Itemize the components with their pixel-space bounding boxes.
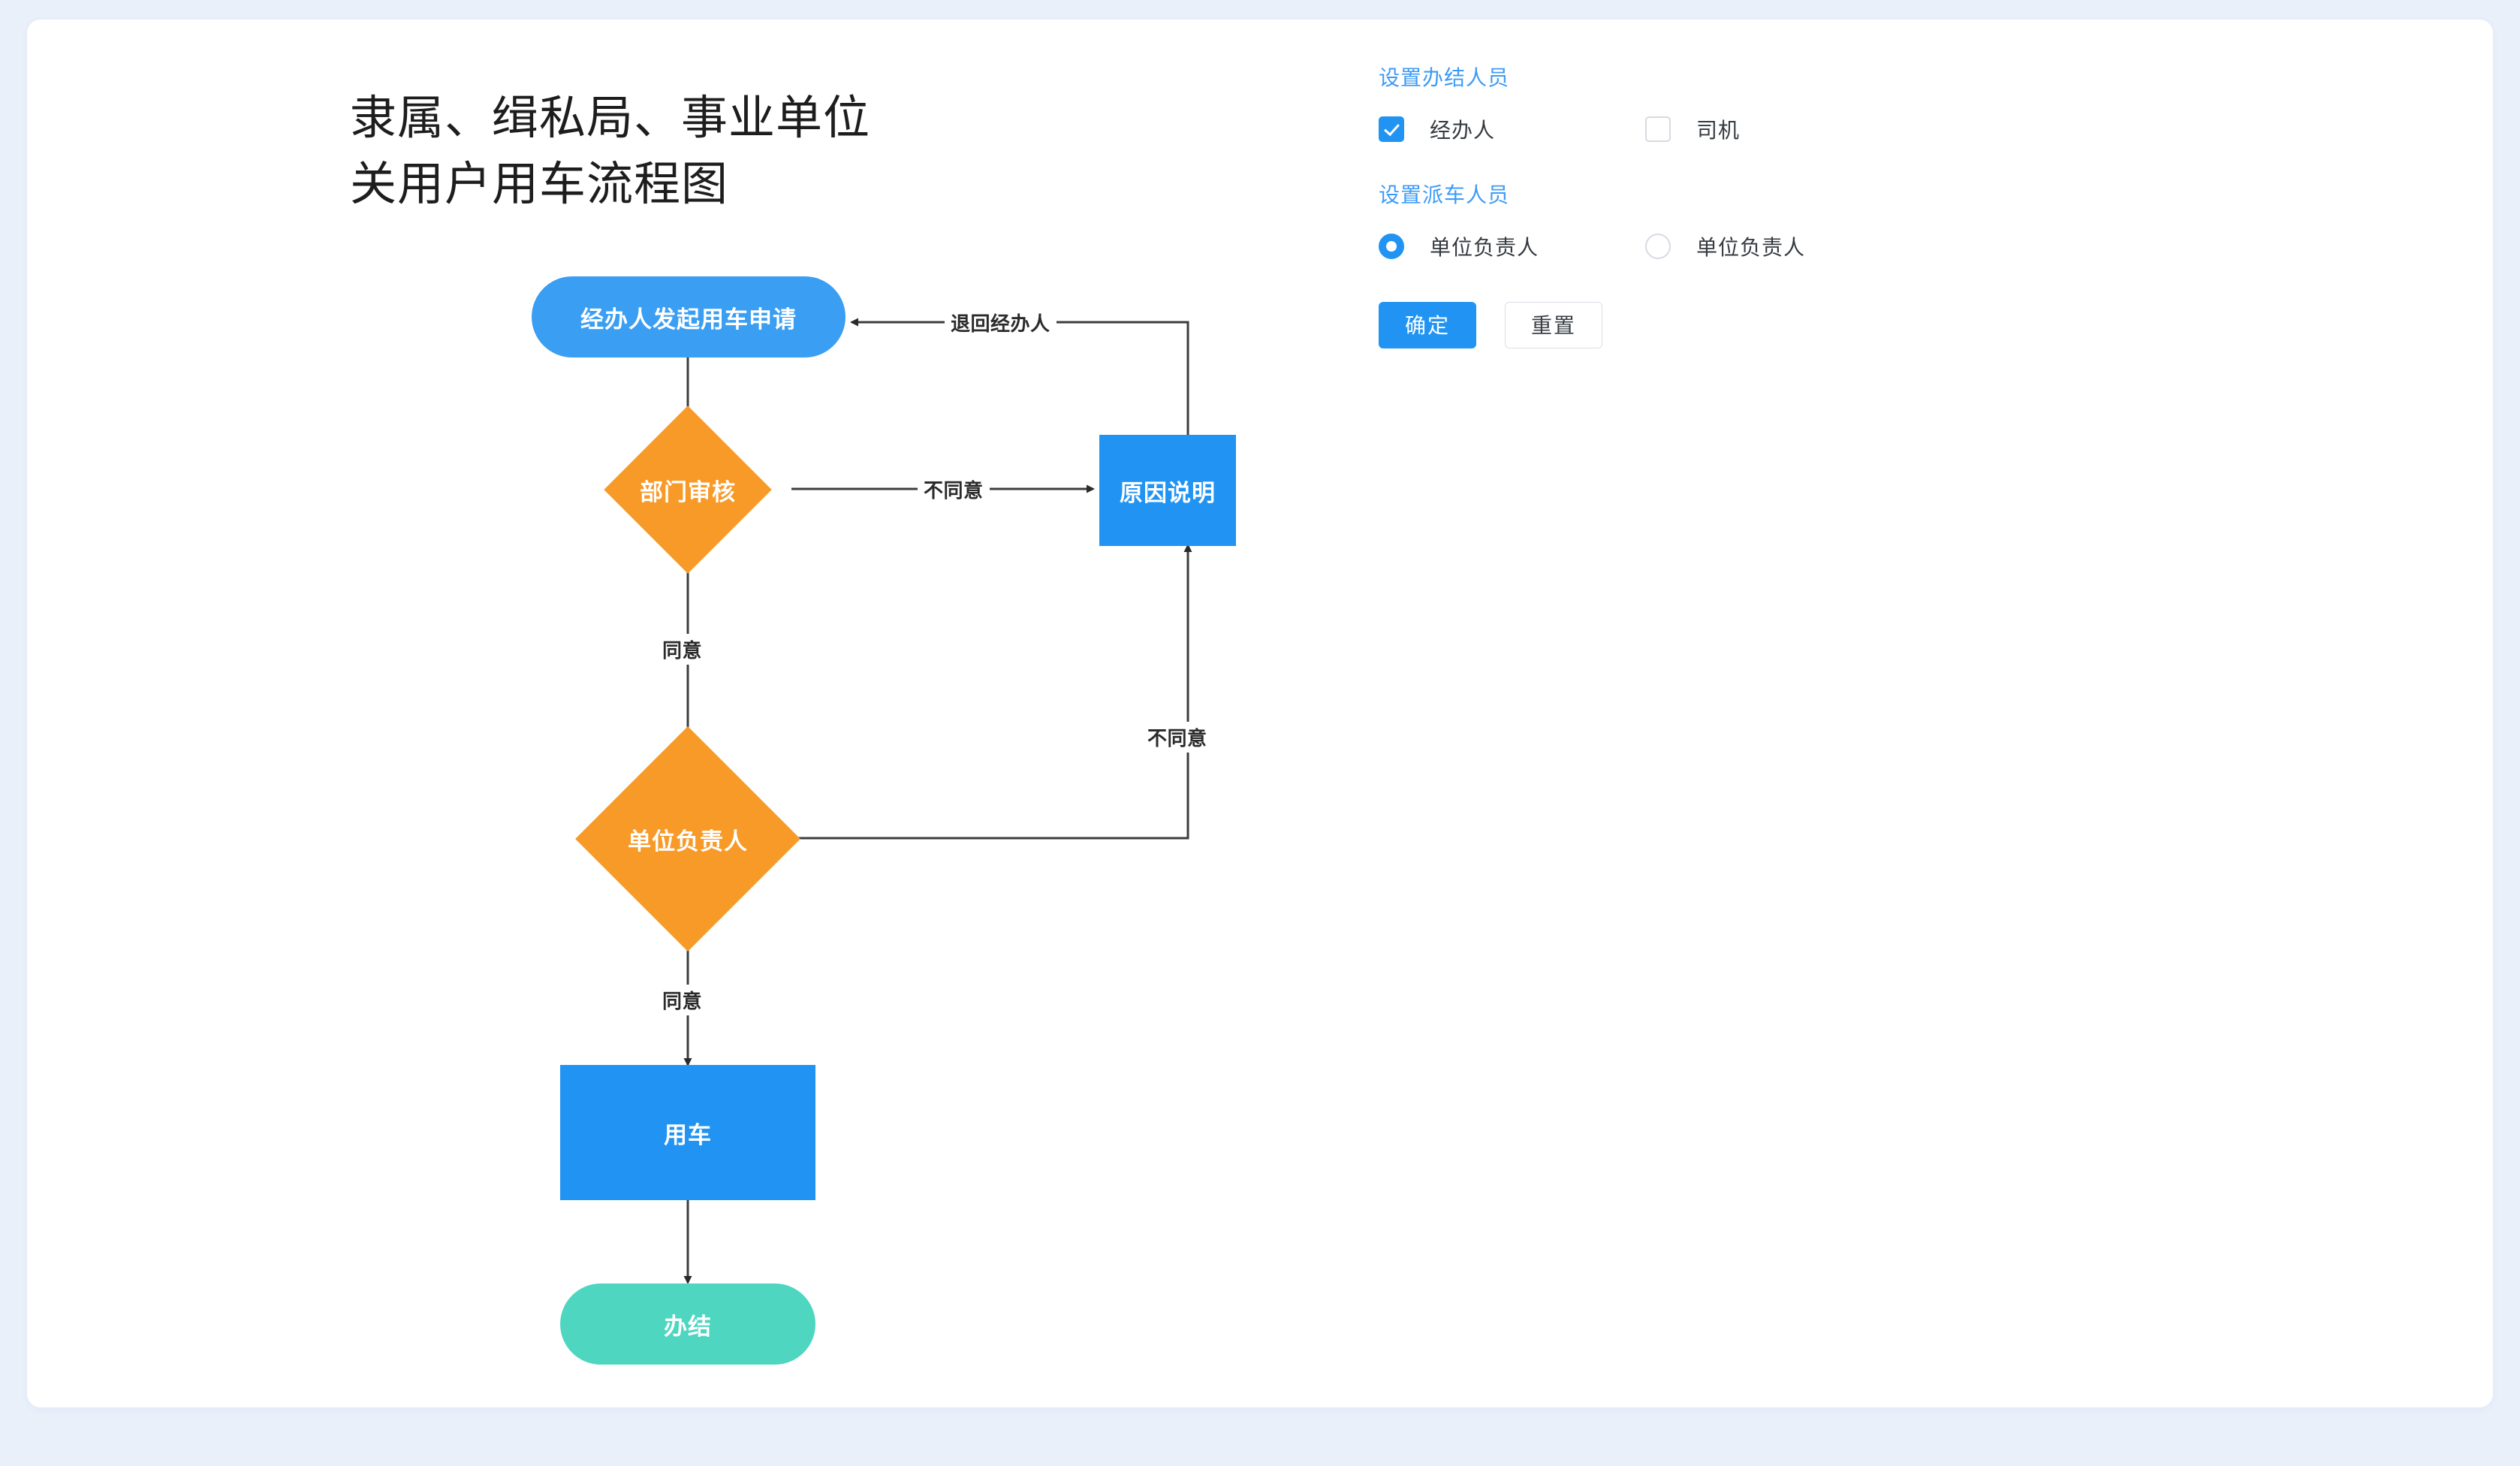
radio-option-unit-leader-2[interactable]: 单位负责人 <box>1645 231 1912 261</box>
content-card: 隶属、缉私局、事业单位 关用户用车流程图 <box>27 20 2493 1407</box>
flow-node-dept-review[interactable]: 部门审核 <box>584 406 791 574</box>
diamond-shape <box>575 726 800 952</box>
section-finisher-title: 设置办结人员 <box>1379 66 1510 89</box>
checkbox-option-operator-label: 经办人 <box>1430 119 1496 142</box>
checkbox-option-operator[interactable]: 经办人 <box>1379 114 1645 144</box>
flow-node-unit-leader[interactable]: 单位负责人 <box>566 726 809 952</box>
config-panel: 设置办结人员 经办人 司机 设置派车人员 <box>1379 62 2460 348</box>
flow-node-reason[interactable]: 原因说明 <box>1099 435 1236 546</box>
section-finisher: 设置办结人员 经办人 司机 <box>1379 62 2460 144</box>
checkbox-option-driver[interactable]: 司机 <box>1645 114 1912 144</box>
edge-label-dept-disagree: 不同意 <box>918 474 990 505</box>
radio-selected-icon[interactable] <box>1379 234 1404 259</box>
radio-option-unit-leader-1[interactable]: 单位负责人 <box>1379 231 1645 261</box>
radio-unselected-icon[interactable] <box>1645 234 1671 259</box>
checkbox-option-driver-label: 司机 <box>1696 119 1741 142</box>
flow-node-use-car-label: 用车 <box>664 1121 712 1148</box>
radio-option-unit-leader-2-label: 单位负责人 <box>1696 236 1806 259</box>
flow-node-use-car[interactable]: 用车 <box>560 1065 815 1200</box>
section-dispatcher: 设置派车人员 单位负责人 单位负责人 <box>1379 179 2460 261</box>
diamond-shape <box>604 406 772 574</box>
flow-node-unit-leader-label: 单位负责人 <box>628 828 748 855</box>
flow-node-reason-label: 原因说明 <box>1120 479 1216 506</box>
flow-node-start-label: 经办人发起用车申请 <box>580 306 797 333</box>
section-dispatcher-title: 设置派车人员 <box>1379 183 1510 207</box>
flowchart: 隶属、缉私局、事业单位 关用户用车流程图 <box>27 20 1379 1407</box>
flow-node-done[interactable]: 办结 <box>560 1284 815 1365</box>
edge-label-leader-agree: 同意 <box>656 985 709 1015</box>
dispatcher-options: 单位负责人 单位负责人 <box>1379 231 2460 261</box>
flow-node-dept-review-label: 部门审核 <box>640 478 736 505</box>
finisher-options: 经办人 司机 <box>1379 114 2460 144</box>
flow-node-start[interactable]: 经办人发起用车申请 <box>532 276 846 357</box>
edge-label-dept-agree: 同意 <box>656 634 709 665</box>
checkbox-checked-icon[interactable] <box>1379 116 1404 142</box>
reset-button[interactable]: 重置 <box>1505 302 1603 348</box>
panel-actions: 确定 重置 <box>1379 302 2460 348</box>
checkbox-unchecked-icon[interactable] <box>1645 116 1671 142</box>
radio-option-unit-leader-1-label: 单位负责人 <box>1430 236 1539 259</box>
confirm-button[interactable]: 确定 <box>1379 302 1477 348</box>
flow-node-done-label: 办结 <box>664 1313 712 1340</box>
edge-label-leader-disagree: 不同意 <box>1141 722 1213 753</box>
edge-label-return-to-operator: 退回经办人 <box>945 307 1057 338</box>
